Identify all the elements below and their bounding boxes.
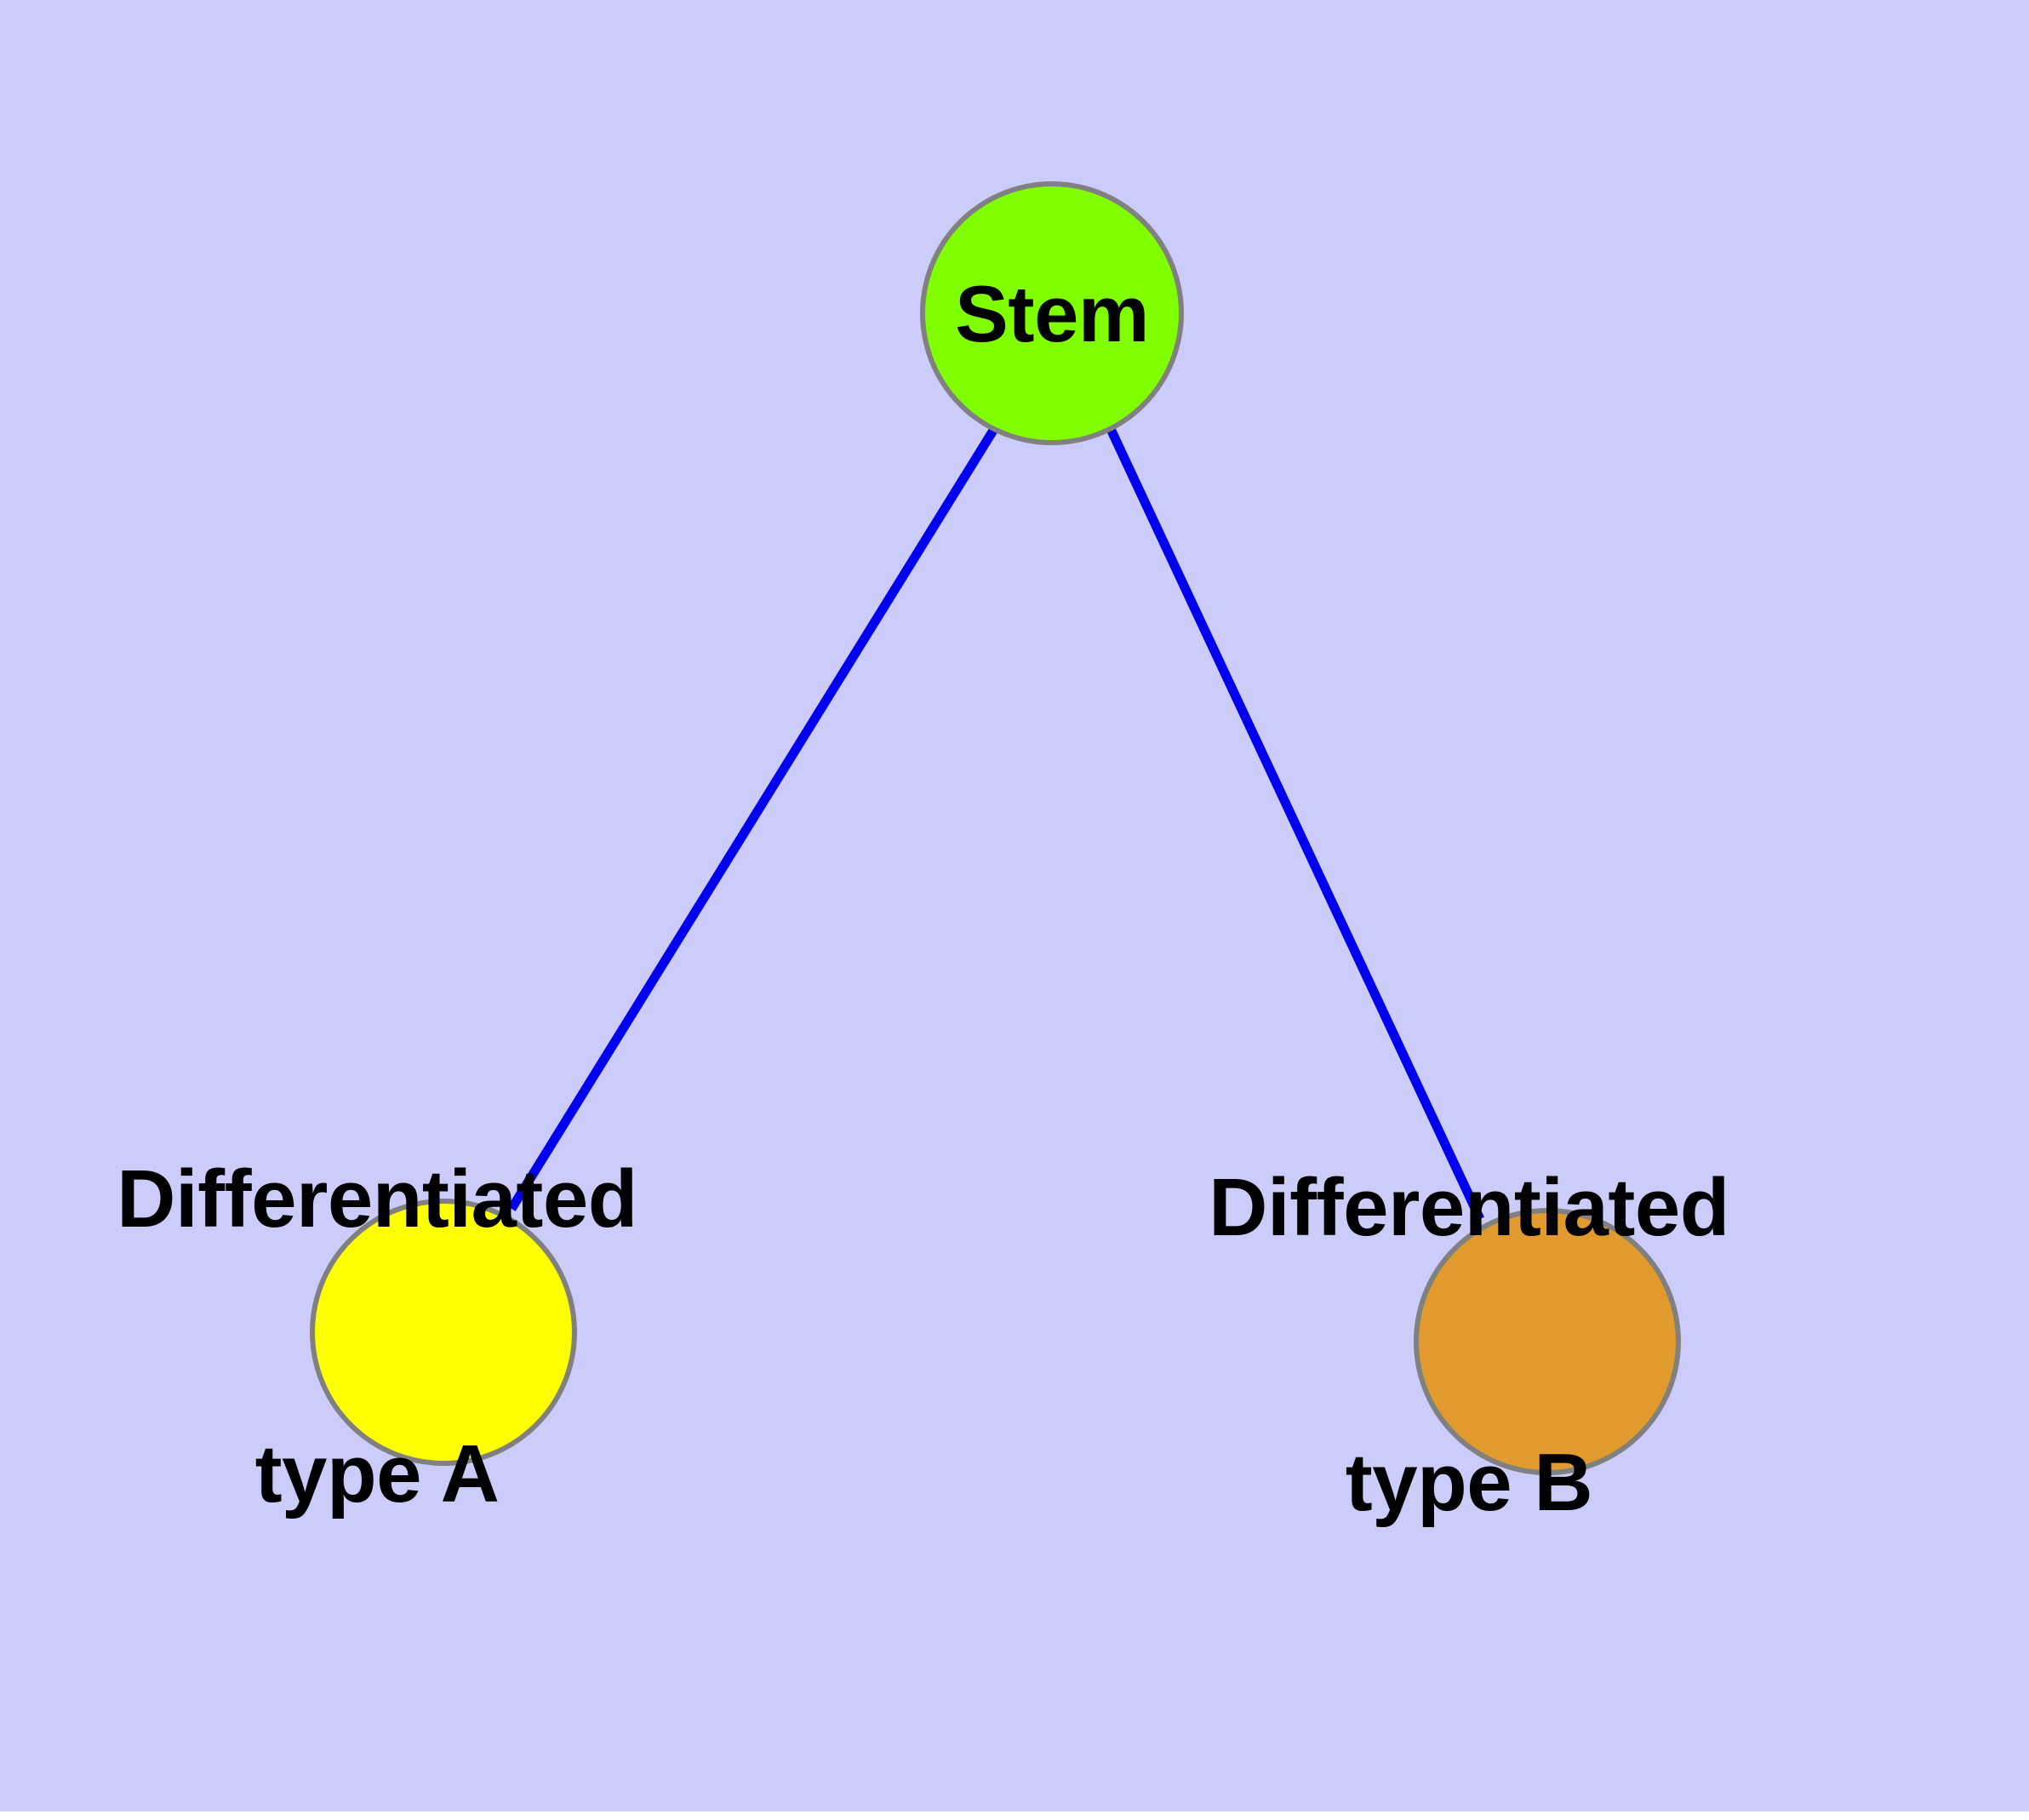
edges-group xyxy=(507,426,1484,1222)
node-differentiated-type-a[interactable] xyxy=(310,1199,577,1466)
edge-stem-to-differentiated-type-b[interactable] xyxy=(1106,426,1484,1222)
node-differentiated-type-b[interactable] xyxy=(1414,1208,1681,1475)
edge-stem-to-differentiated-type-a[interactable] xyxy=(507,426,998,1211)
node-stem[interactable] xyxy=(920,181,1184,445)
nodes-group xyxy=(310,181,1681,1475)
